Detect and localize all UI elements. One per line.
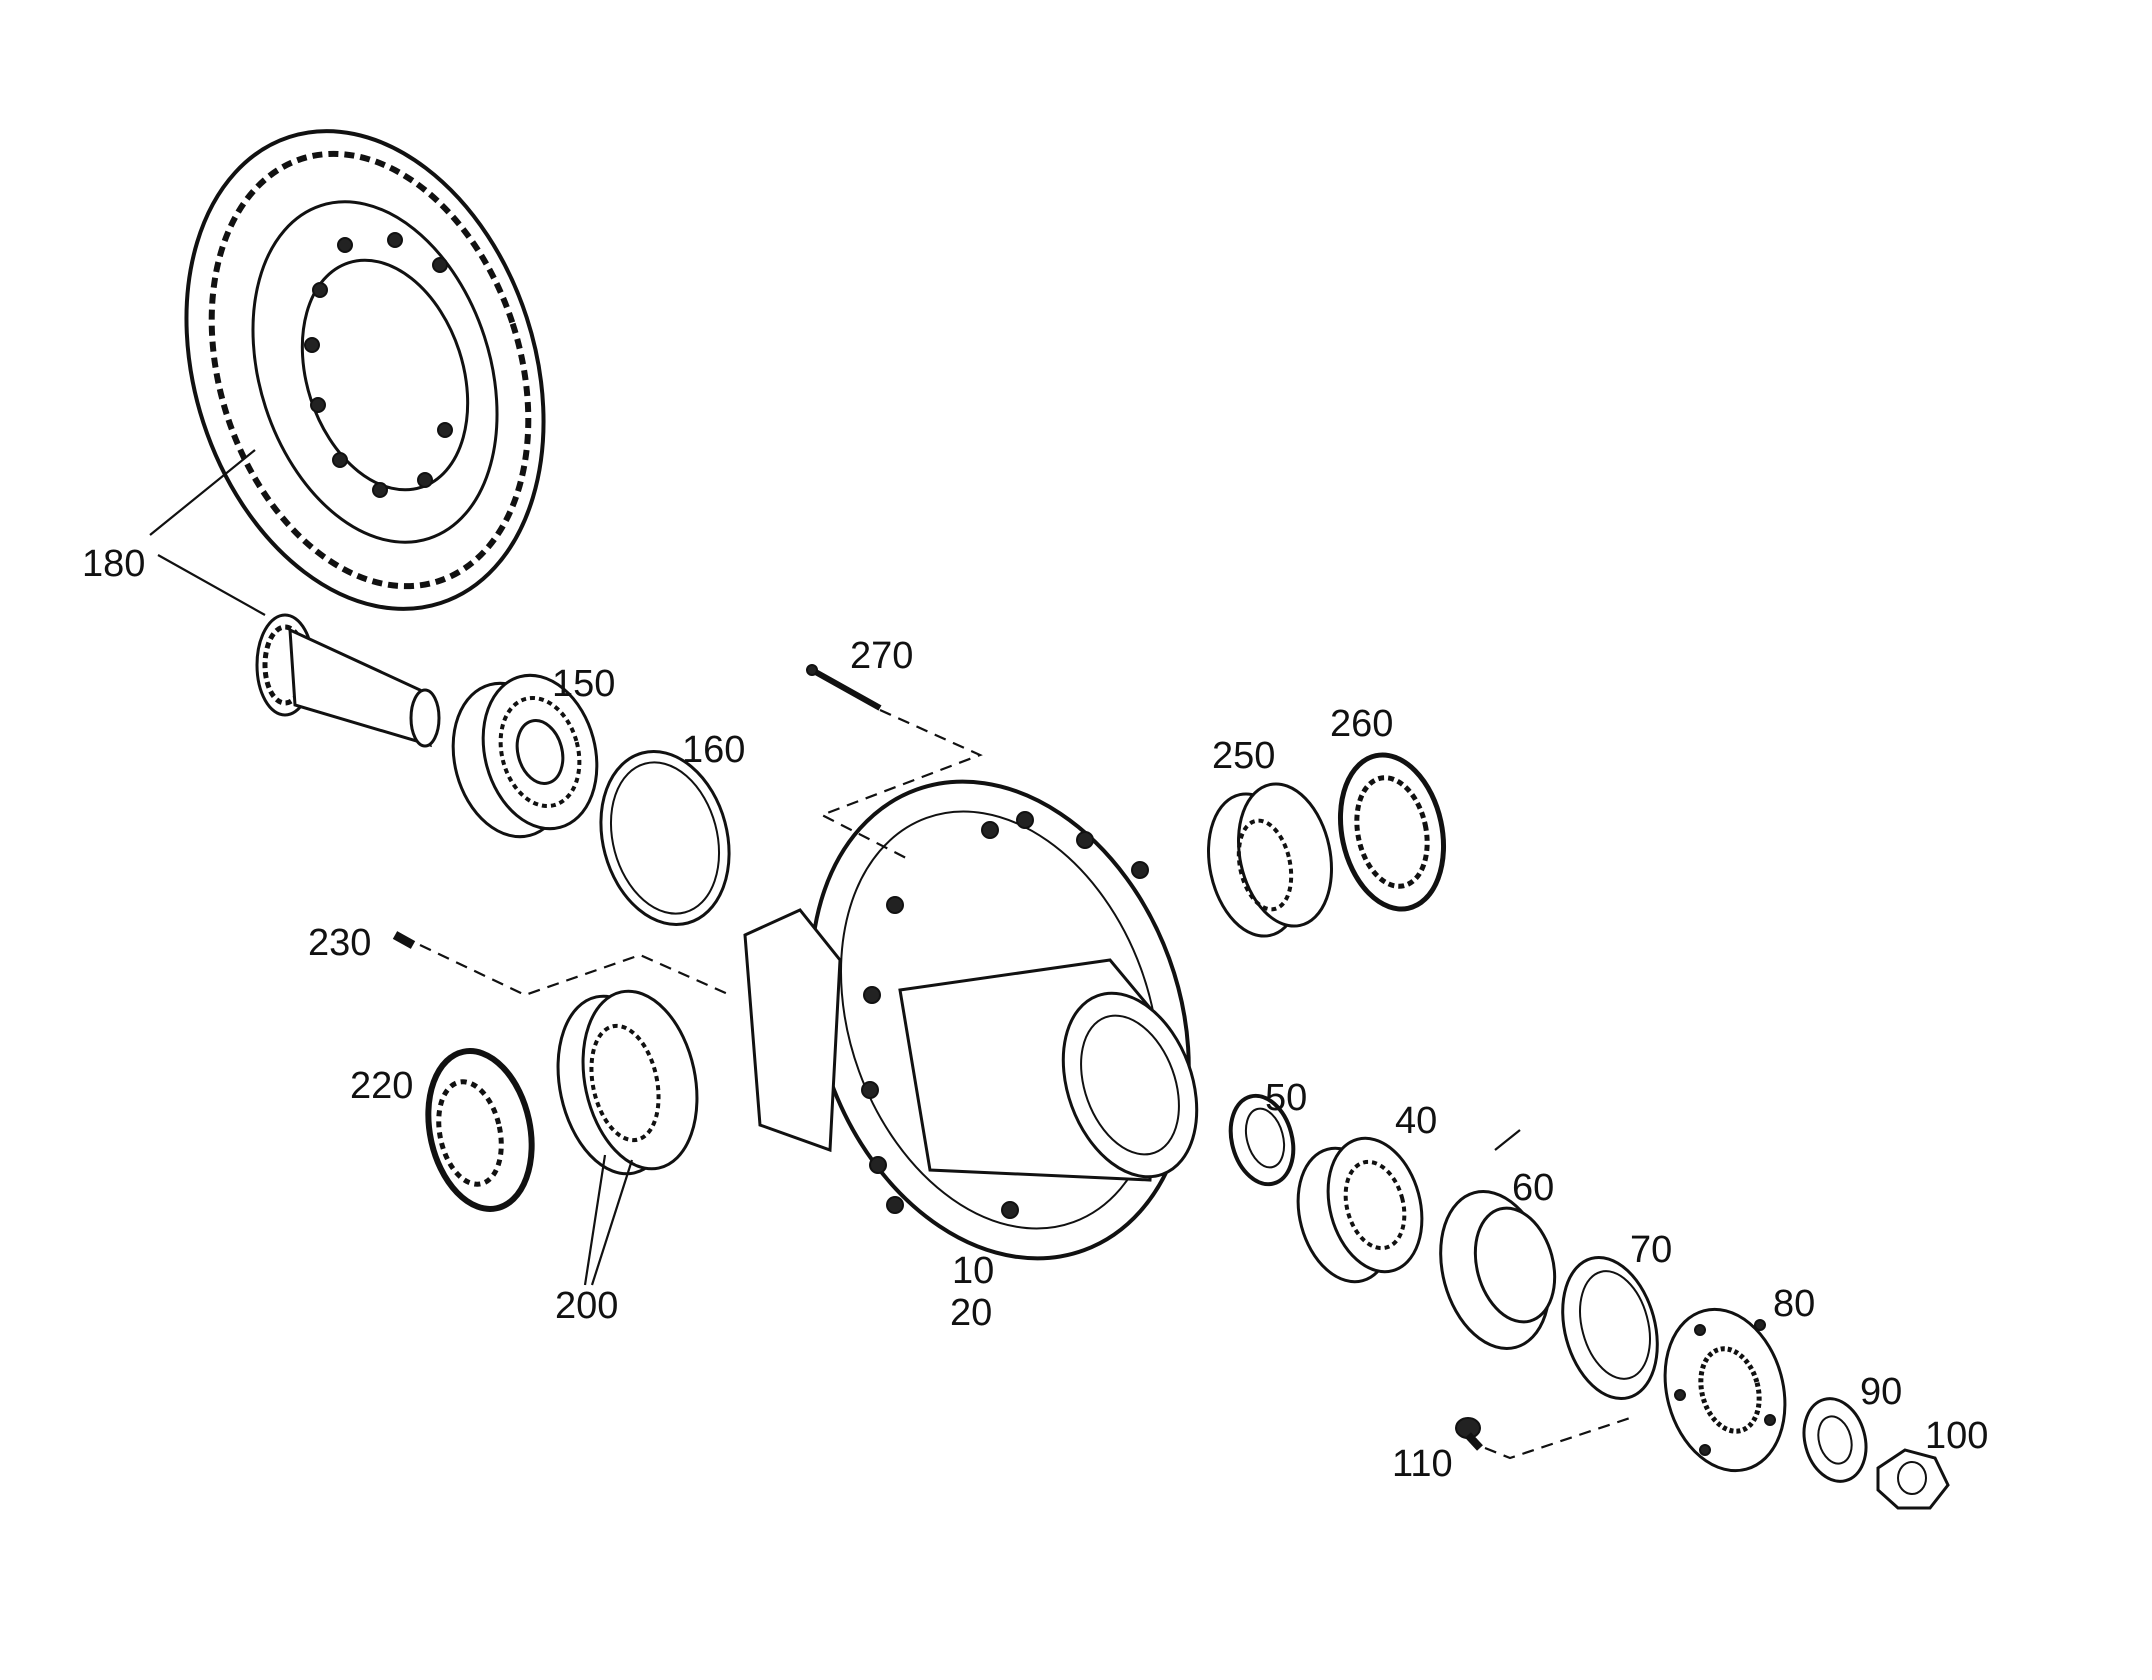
pinion-shaft <box>255 613 441 748</box>
shim-160 <box>599 749 731 927</box>
label-270: 270 <box>850 635 913 677</box>
nut-100 <box>1876 1448 1950 1510</box>
bearing-260 <box>1337 752 1447 912</box>
label-50: 50 <box>1265 1077 1307 1119</box>
label-230: 230 <box>308 922 371 964</box>
pin-230 <box>392 931 416 949</box>
label-40: 40 <box>1395 1100 1437 1142</box>
leader-lines <box>149 449 1631 1460</box>
ring-70 <box>1561 1255 1659 1401</box>
crown-gear <box>184 129 546 611</box>
label-160: 160 <box>682 729 745 771</box>
label-10: 10 <box>952 1250 994 1292</box>
label-260: 260 <box>1330 703 1393 745</box>
flange-80 <box>1663 1307 1787 1473</box>
label-250: 250 <box>1212 735 1275 777</box>
label-100: 100 <box>1925 1415 1988 1457</box>
bearing-200 <box>556 989 699 1176</box>
label-80: 80 <box>1773 1283 1815 1325</box>
bearing-150 <box>451 673 599 839</box>
label-20: 20 <box>950 1292 992 1334</box>
label-150: 150 <box>552 663 615 705</box>
bearing-40 <box>1296 1136 1424 1284</box>
pin-270 <box>806 664 882 711</box>
label-110: 110 <box>1392 1443 1453 1485</box>
ring-60 <box>1439 1190 1557 1350</box>
bearing-220 <box>425 1048 535 1212</box>
label-90: 90 <box>1860 1371 1902 1413</box>
differential-housing <box>743 779 1199 1261</box>
seal-50 <box>1228 1093 1296 1187</box>
label-70: 70 <box>1630 1229 1672 1271</box>
washer-90 <box>1802 1397 1868 1483</box>
label-60: 60 <box>1512 1167 1554 1209</box>
label-180: 180 <box>82 543 145 585</box>
bearing-250 <box>1207 782 1333 938</box>
screw-110 <box>1455 1417 1483 1451</box>
label-200: 200 <box>555 1285 618 1327</box>
label-220: 220 <box>350 1065 413 1107</box>
